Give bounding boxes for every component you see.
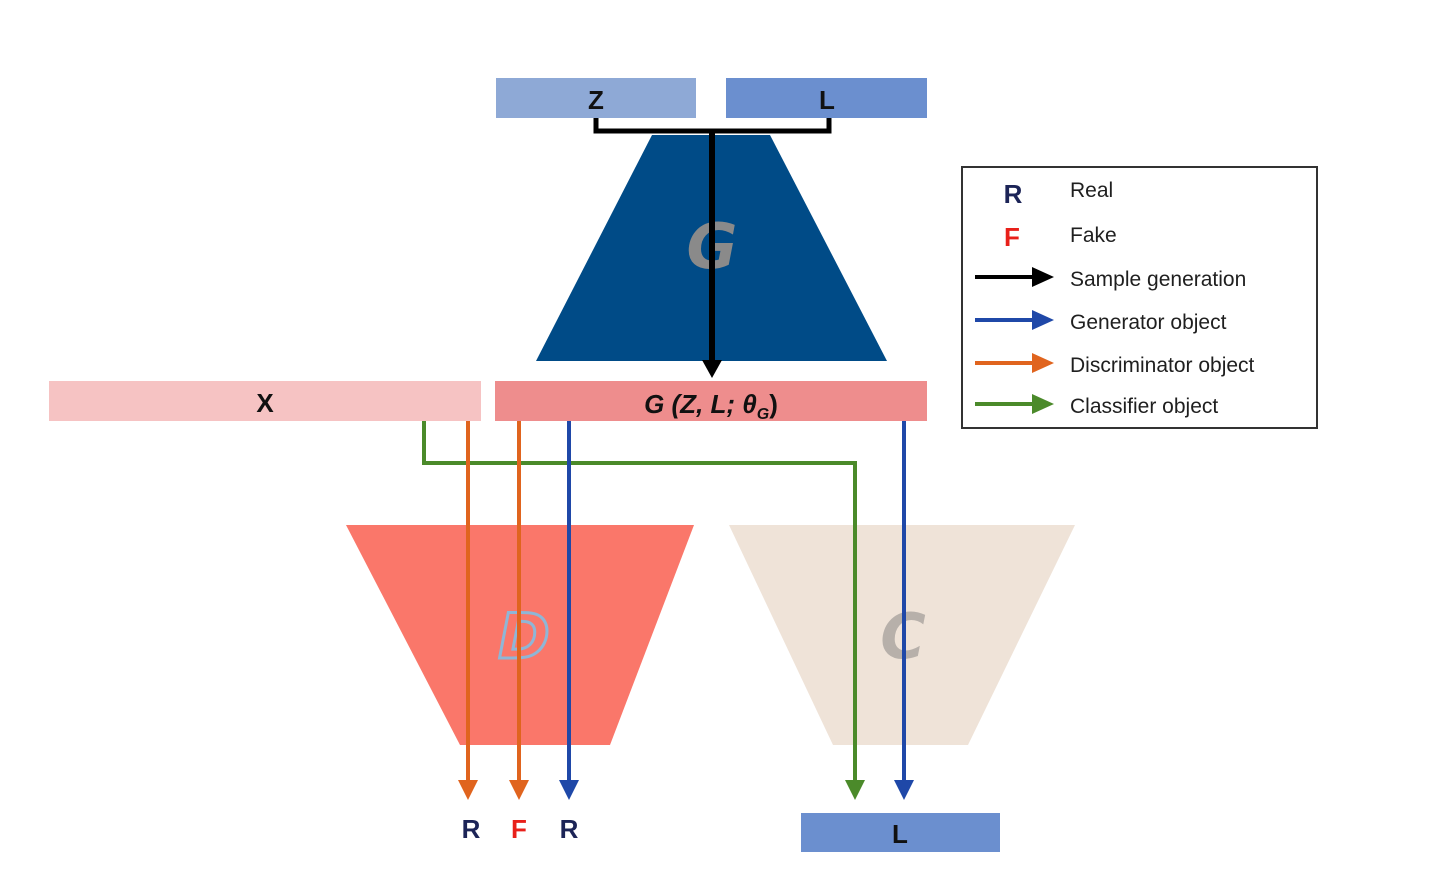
- z-input-label: Z: [588, 85, 604, 115]
- sample-generation-connector: [593, 118, 832, 134]
- l-input-label: L: [819, 85, 835, 115]
- discriminator-letter: D: [498, 600, 549, 673]
- legend-generator-object-text: Generator object: [1070, 311, 1227, 334]
- legend-real-text: Real: [1070, 179, 1113, 202]
- legend-real-marker: R: [1004, 179, 1023, 209]
- discriminator-output-real-1: R: [462, 814, 481, 844]
- legend-discriminator-object-text: Discriminator object: [1070, 354, 1255, 377]
- legend-black-arrow-icon: [975, 267, 1054, 287]
- legend-blue-arrow-icon: [975, 310, 1054, 330]
- generated-data-box: [495, 381, 927, 421]
- classifier-output-box: [801, 813, 1000, 852]
- sample-generation-arrowhead: [702, 360, 722, 378]
- z-input-box: [496, 78, 696, 118]
- legend-frame: [961, 166, 1318, 429]
- generator-real-arrowhead: [559, 780, 579, 800]
- classifier-output-label: L: [892, 819, 908, 849]
- legend-classifier-object-text: Classifier object: [1070, 395, 1218, 418]
- legend-orange-arrow-icon: [975, 353, 1054, 373]
- legend-fake-marker: F: [1004, 222, 1020, 252]
- generated-data-label: G (Z, L; θG): [644, 389, 778, 423]
- real-data-label: X: [256, 388, 274, 418]
- l-input-box: [726, 78, 927, 118]
- discriminator-fake-arrowhead: [509, 780, 529, 800]
- classifier-object-arrowhead: [845, 780, 865, 800]
- discriminator-output-real-2: R: [560, 814, 579, 844]
- classifier-object-path: [422, 421, 857, 783]
- legend-green-arrow-icon: [975, 394, 1054, 414]
- legend: R Real F Fake Sample generation Generato…: [961, 166, 1318, 429]
- real-data-box: [49, 381, 481, 421]
- discriminator-output-fake: F: [511, 814, 527, 844]
- generator-classifier-arrowhead: [894, 780, 914, 800]
- legend-sample-generation-text: Sample generation: [1070, 268, 1246, 291]
- legend-fake-text: Fake: [1070, 224, 1117, 247]
- discriminator-real-arrowhead: [458, 780, 478, 800]
